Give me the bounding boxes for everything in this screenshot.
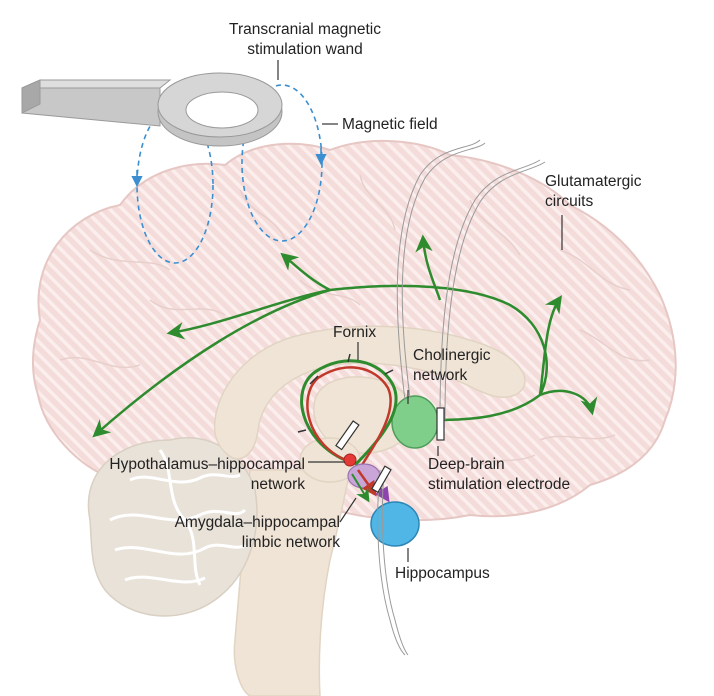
hypothalamus-node [343, 453, 357, 467]
tms-wand-label-line1: Transcranial magnetic [229, 21, 381, 38]
magnetic-field-label: Magnetic field [342, 116, 438, 133]
gyri-lines [59, 174, 651, 471]
green-to-hippocampus-arrow [351, 473, 370, 503]
leader-lines [277, 60, 563, 562]
tms-wand-label: Transcranial magnetic stimulation wand [205, 20, 405, 60]
electrode-cholinergic [436, 407, 445, 441]
deep-brain-electrode-label: Deep-brain stimulation electrode [428, 455, 570, 495]
fornix-ticks [297, 353, 394, 433]
cholinergic-network-node [391, 395, 439, 449]
cholinergic-label: Cholinergic network [413, 346, 491, 386]
hypothalamus-label-line2: network [250, 476, 305, 493]
hypothalamus-label-line1: Hypothalamus–hippocampal [109, 456, 305, 473]
corpus-callosum [213, 325, 526, 460]
hypothalamus-hippocampal-label: Hypothalamus–hippocampal network [60, 455, 305, 495]
glutamatergic-label-line2: circuits [545, 193, 594, 210]
glutamatergic-label: Glutamatergic circuits [545, 172, 641, 212]
deep-brain-label-line2: stimulation electrode [428, 476, 571, 493]
tms-wand [21, 72, 283, 147]
glutamatergic-pathways [92, 234, 598, 438]
dbs-wires [377, 139, 546, 656]
dbs-electrodes [335, 407, 445, 494]
glutamatergic-label-line1: Glutamatergic [545, 173, 642, 190]
fornix-to-hippocampus-arrow [356, 469, 377, 497]
fornix-circuit [300, 359, 398, 469]
hippocampus-label: Hippocampus [395, 565, 490, 582]
cholinergic-label-line2: network [413, 367, 468, 384]
deep-brain-label-line1: Deep-brain [428, 456, 505, 473]
amygdala-label-line1: Amygdala–hippocampal [174, 514, 340, 531]
fornix-label: Fornix [333, 324, 377, 341]
electrode-fornix [335, 420, 360, 451]
electrode-amygdala [371, 465, 392, 494]
cerebellum [87, 437, 258, 617]
cholinergic-label-line1: Cholinergic [413, 347, 491, 364]
amygdala-hippocampal-label: Amygdala–hippocampal limbic network [100, 513, 340, 553]
amygdala-label-line2: limbic network [241, 534, 340, 551]
tms-wand-label-line2: stimulation wand [247, 41, 363, 58]
cerebellum-folia [109, 449, 247, 586]
